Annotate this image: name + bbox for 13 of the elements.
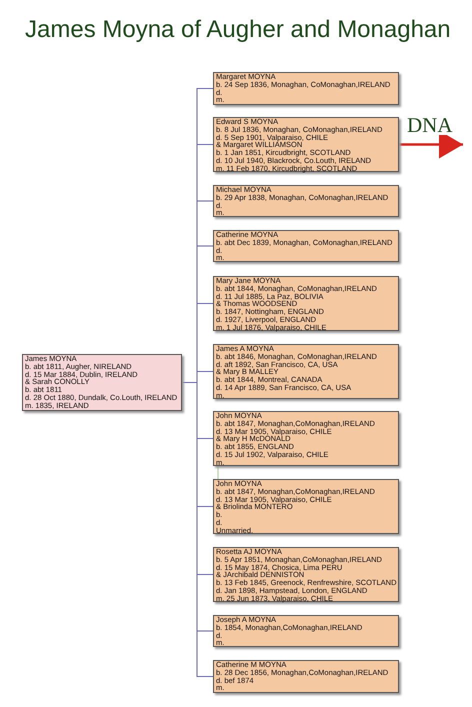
person-card — [213, 72, 399, 105]
person-card — [213, 276, 399, 331]
person-card — [213, 230, 399, 262]
person-card — [213, 660, 399, 693]
person-card — [213, 615, 399, 647]
person-card — [213, 117, 399, 172]
title: James Moyna of Augher and Monaghan — [25, 16, 451, 44]
person-card — [213, 547, 399, 602]
person-card — [213, 479, 399, 534]
person-card — [213, 411, 399, 466]
person-card — [213, 344, 399, 399]
person-card — [213, 185, 399, 217]
person-card — [22, 354, 182, 411]
